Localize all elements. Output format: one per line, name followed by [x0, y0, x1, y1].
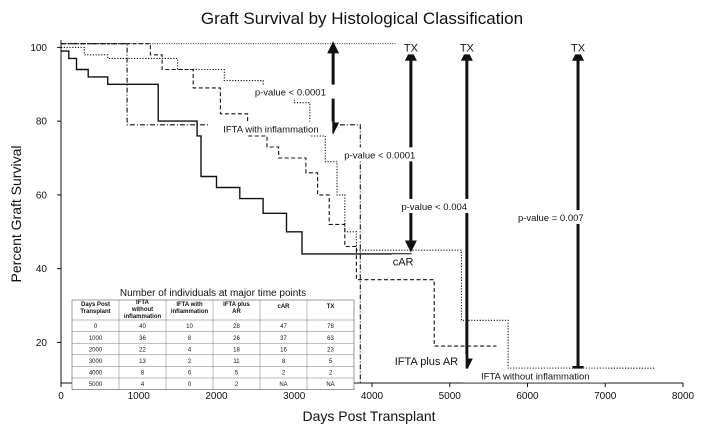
table-cell: 16 — [280, 347, 287, 353]
table-header-cell: IFTA plus — [223, 302, 250, 308]
table-header-cell: Days Post — [81, 302, 110, 308]
table-cell: 5 — [235, 371, 239, 377]
y-tick-label: 100 — [30, 43, 47, 54]
series-line-2 — [61, 50, 412, 265]
series-line-4 — [61, 46, 656, 369]
table-header-cell: TX — [327, 304, 335, 310]
annotation-9: IFTA plus AR — [395, 356, 458, 368]
table-header-cell: inflammation — [124, 314, 162, 320]
annotation-2: TX — [571, 42, 586, 54]
x-tick-label: 7000 — [594, 391, 617, 402]
annotation-3: p-value < 0.0001 — [255, 88, 326, 99]
table-cell: NA — [279, 382, 287, 388]
table-cell: 63 — [327, 336, 334, 342]
annotation-bg — [209, 121, 333, 136]
annotation-bg — [334, 147, 425, 162]
series-line-1 — [61, 43, 361, 383]
annotation-5: p-value < 0.0001 — [344, 150, 415, 161]
annotation-4: IFTA with inflammation — [223, 125, 318, 136]
annotation-7: p-value = 0.007 — [518, 213, 584, 224]
y-tick-label: 40 — [36, 264, 48, 275]
y-tick-label: 60 — [36, 190, 48, 201]
table-cell: 18 — [233, 347, 240, 353]
annotation-bg — [245, 84, 336, 99]
x-tick-label: 3000 — [283, 391, 306, 402]
table-cell: 5000 — [89, 382, 103, 388]
table-header-cell: without — [131, 307, 153, 313]
table-header-cell: AR — [232, 309, 241, 315]
x-tick-label: 8000 — [672, 391, 695, 402]
series-layer — [61, 43, 656, 383]
annotation-bg — [458, 40, 476, 55]
table-cell: NA — [326, 382, 334, 388]
annotation-bg — [463, 368, 608, 383]
table-header-cell: IFTA with — [176, 302, 203, 308]
table-cell: 4000 — [89, 371, 103, 377]
table-cell: 47 — [280, 324, 287, 330]
table-cell: 8 — [141, 371, 145, 377]
table-cell: 1000 — [89, 336, 103, 342]
table-cell: 2 — [329, 371, 333, 377]
table-cell: 26 — [233, 336, 240, 342]
table-cell: 2 — [188, 359, 192, 365]
x-axis-label: Days Post Transplant — [302, 408, 435, 424]
table-cell: 23 — [327, 347, 334, 353]
table-cell: 11 — [233, 359, 240, 365]
table-cell: 28 — [233, 324, 240, 330]
table-header-cell: inflammation — [171, 309, 209, 315]
annotation-bg — [569, 40, 587, 55]
table-cell: 5 — [329, 359, 333, 365]
table-title: Number of individuals at major time poin… — [120, 288, 306, 299]
table-cell: 40 — [139, 324, 146, 330]
annotation-8: cAR — [393, 256, 414, 268]
x-tick-label: 5000 — [439, 391, 462, 402]
table-cell: 13 — [139, 359, 146, 365]
annotation-0: TX — [404, 42, 419, 54]
table-cell: 36 — [139, 336, 146, 342]
table-cell: 2000 — [89, 347, 103, 353]
x-tick-label: 4000 — [361, 391, 384, 402]
annotation-bg — [402, 40, 420, 55]
table-cell: 22 — [139, 347, 146, 353]
y-tick-label: 80 — [36, 117, 48, 128]
table-cell: 8 — [188, 336, 192, 342]
y-axis-label: Percent Graft Survival — [8, 146, 24, 283]
table-header-cell: IFTA — [136, 300, 150, 306]
table-cell: 4 — [141, 382, 145, 388]
table-header-cell: cAR — [277, 304, 290, 310]
table-header-cell: Transplant — [80, 309, 110, 315]
annotation-bg — [387, 353, 466, 368]
annotation-6: p-value < 0.004 — [401, 202, 467, 213]
y-tick-label: 20 — [36, 338, 48, 349]
x-tick-label: 6000 — [516, 391, 539, 402]
x-tick-label: 1000 — [128, 391, 151, 402]
at-risk-table: Number of individuals at major time poin… — [71, 288, 355, 390]
table-cell: 0 — [188, 371, 192, 377]
annotation-1: TX — [460, 42, 475, 54]
chart-title: Graft Survival by Histological Classific… — [201, 9, 523, 28]
table-cell: 2 — [235, 382, 239, 388]
table-cell: 3000 — [89, 359, 103, 365]
table-cell: 4 — [188, 347, 192, 353]
table-cell: 37 — [280, 336, 287, 342]
annotation-bg — [391, 198, 477, 213]
table-cell: 10 — [186, 324, 193, 330]
annotation-bg — [391, 254, 415, 269]
table-cell: 2 — [282, 371, 286, 377]
table-cell: 0 — [94, 324, 98, 330]
table-cell: 8 — [282, 359, 286, 365]
x-tick-label: 0 — [58, 391, 64, 402]
table-cell: 0 — [188, 382, 192, 388]
annotation-bg — [508, 210, 594, 225]
x-tick-label: 2000 — [205, 391, 228, 402]
table-cell: 78 — [327, 324, 334, 330]
annotation-10: IFTA without inflammation — [481, 372, 590, 383]
series-line-3 — [61, 43, 497, 347]
